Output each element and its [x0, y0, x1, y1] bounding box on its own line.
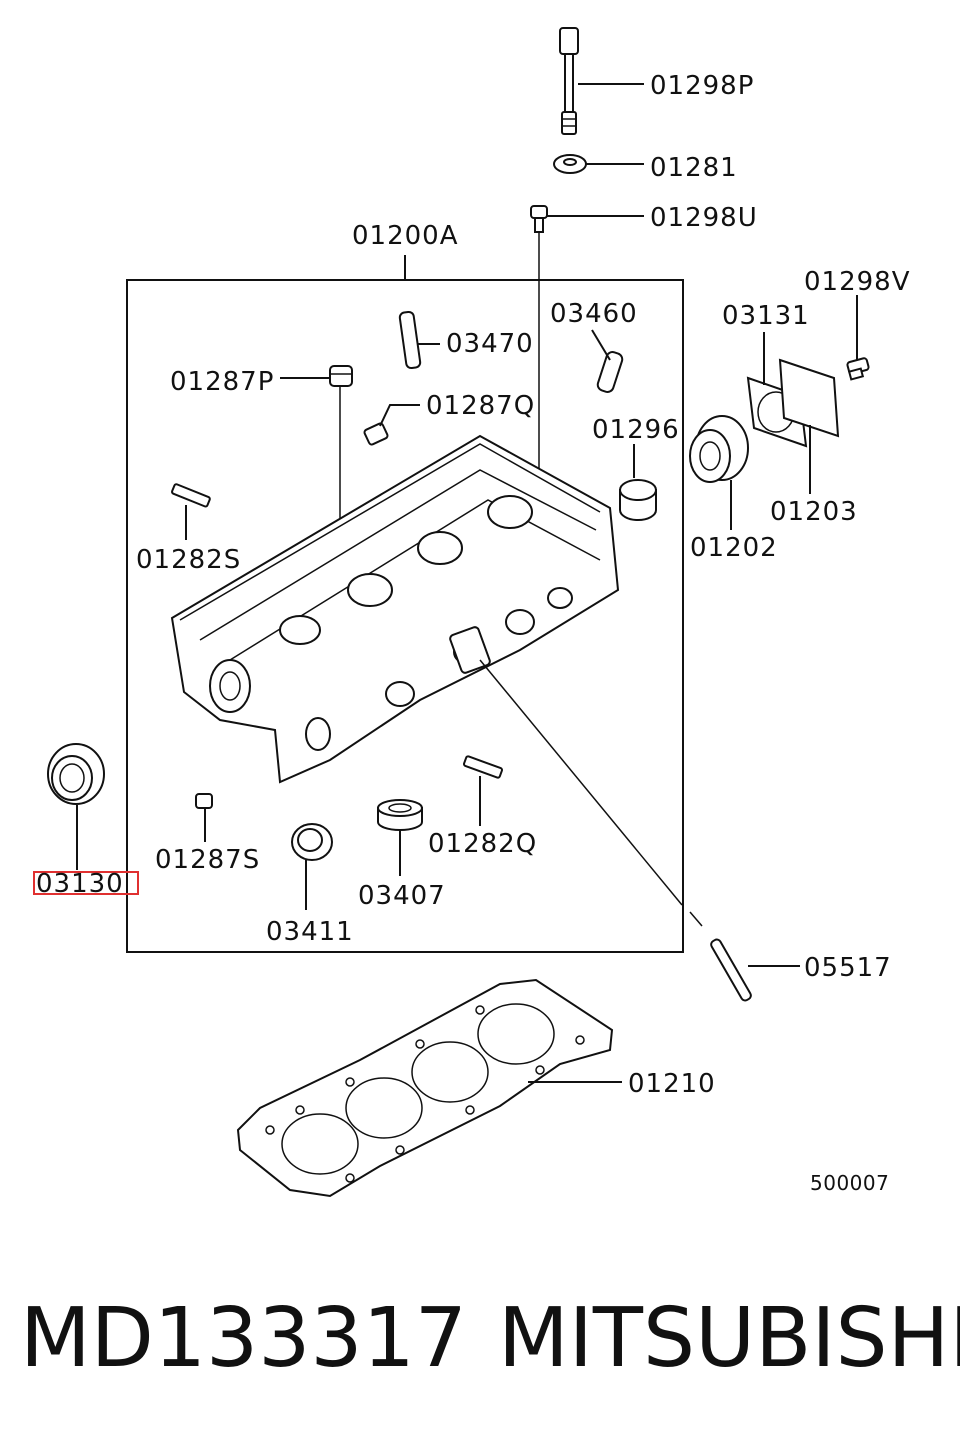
label-03470[interactable]: 03470 [446, 329, 534, 359]
seal-03411-part[interactable] [291, 823, 333, 861]
label-01298u[interactable]: 01298U [650, 203, 758, 233]
label-05517[interactable]: 05517 [804, 953, 892, 983]
label-03407[interactable]: 03407 [358, 881, 446, 911]
label-01200a: 01200A [352, 221, 459, 251]
label-03131[interactable]: 03131 [722, 301, 810, 331]
label-01287s[interactable]: 01287S [155, 845, 260, 875]
head-gasket-01210-part[interactable] [236, 978, 614, 1198]
label-01210[interactable]: 01210 [628, 1069, 716, 1099]
housing-01202-part[interactable] [689, 415, 749, 483]
plug-01287p-part[interactable] [329, 365, 353, 387]
label-03460[interactable]: 03460 [550, 299, 638, 329]
valve-guide-03460-part[interactable] [596, 351, 624, 394]
label-01298p[interactable]: 01298P [650, 71, 754, 101]
label-01298v[interactable]: 01298V [804, 267, 911, 297]
part-number-text: MD133317 [20, 1291, 467, 1386]
valve-guide-03470-part[interactable] [398, 310, 422, 370]
stud-01282s-part[interactable] [171, 483, 211, 508]
stud-01282q-part[interactable] [462, 755, 504, 779]
highlight-box [33, 871, 139, 895]
cylinder-head-part[interactable] [170, 434, 620, 784]
washer-01281-part[interactable] [553, 154, 587, 174]
brand-text: MITSUBISHI [498, 1291, 960, 1386]
label-01287q[interactable]: 01287Q [426, 391, 535, 421]
label-01296[interactable]: 01296 [592, 415, 680, 445]
label-01282s[interactable]: 01282S [136, 545, 241, 575]
label-01281[interactable]: 01281 [650, 153, 738, 183]
oil-seal-03130-part[interactable] [47, 743, 105, 805]
plug-01287s-part[interactable] [195, 793, 213, 809]
cap-01296-part[interactable] [619, 479, 657, 521]
bolt-01298u-part[interactable] [530, 205, 548, 233]
label-01287p[interactable]: 01287P [170, 367, 274, 397]
cover-plate-01203-part[interactable] [778, 358, 840, 438]
seal-03407-part[interactable] [377, 799, 423, 831]
plug-01287q-part[interactable] [363, 422, 389, 446]
label-01202[interactable]: 01202 [690, 533, 778, 563]
pin-05517-part[interactable] [710, 938, 753, 1002]
label-03130[interactable]: 03130 [36, 869, 124, 899]
bolt-01298v-part[interactable] [846, 357, 870, 381]
label-01282q[interactable]: 01282Q [428, 829, 537, 859]
diagram-number: 500007 [810, 1171, 889, 1195]
label-01203[interactable]: 01203 [770, 497, 858, 527]
label-03411[interactable]: 03411 [266, 917, 354, 947]
bolt-01298p-part[interactable] [559, 27, 579, 135]
